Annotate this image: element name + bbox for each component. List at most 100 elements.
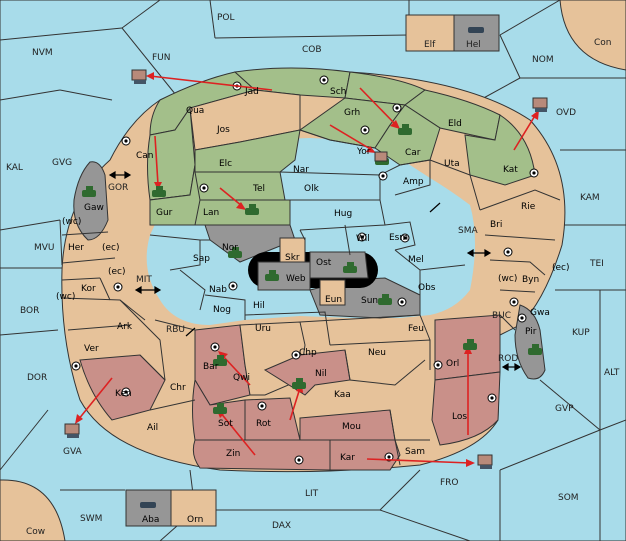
label-tei: TEI — [589, 259, 604, 269]
province-tel[interactable] — [194, 171, 286, 201]
label-tel: Tel — [252, 184, 265, 194]
label-orl: Orl — [446, 359, 459, 369]
fleet-icon — [140, 502, 156, 508]
label-nab: Nab — [209, 285, 227, 295]
province-gur-b[interactable] — [149, 164, 201, 226]
label-jad: Jad — [244, 87, 259, 97]
label-gva: GVA — [63, 447, 83, 457]
label-car: Car — [405, 148, 421, 158]
fleet-icon — [131, 69, 147, 84]
province-web[interactable] — [257, 261, 311, 291]
label-uru: Uru — [255, 324, 271, 334]
province-can[interactable] — [147, 106, 196, 201]
province-pir[interactable] — [514, 304, 546, 380]
label-cow: Cow — [26, 527, 45, 537]
province-eld[interactable] — [404, 89, 501, 141]
label-elc: Elc — [219, 159, 232, 169]
label-sap: Sap — [193, 254, 210, 264]
label-olk: Olk — [304, 184, 320, 194]
label-gor: GOR — [108, 183, 128, 193]
army-icon — [228, 247, 242, 258]
label-mou: Mou — [342, 422, 361, 432]
army-icon — [292, 378, 306, 389]
label-swm: SWM — [80, 514, 102, 524]
supply-centers — [71, 75, 539, 465]
label-hel: Hel — [466, 40, 481, 50]
label-cob: COB — [302, 45, 322, 55]
fleet-icon — [64, 423, 80, 438]
label-lan: Lan — [203, 208, 219, 218]
label-wc-2: (wc) — [498, 274, 517, 284]
label-rot: Rot — [256, 419, 271, 429]
province-ken[interactable] — [79, 354, 166, 421]
label-rod: ROD — [498, 354, 518, 364]
label-mvu: MVU — [34, 243, 55, 253]
army-icon — [245, 204, 259, 215]
label-uta: Uta — [444, 159, 460, 169]
label-jos: Jos — [216, 125, 230, 135]
province-gaw[interactable] — [73, 161, 109, 241]
army-icon — [265, 270, 279, 281]
province-los[interactable] — [431, 371, 501, 446]
label-rie: Rie — [521, 202, 536, 212]
label-ovd: OVD — [556, 108, 576, 118]
label-aba: Aba — [142, 515, 159, 525]
province-orn[interactable] — [170, 489, 217, 527]
label-esm: Esm — [389, 233, 408, 243]
label-zin: Zin — [226, 449, 240, 459]
label-fun: FUN — [152, 53, 171, 63]
label-nvm: NVM — [32, 48, 53, 58]
label-rbu: RBU — [166, 325, 185, 335]
label-obs: Obs — [418, 283, 436, 293]
label-gur: Gur — [156, 208, 173, 218]
label-kar: Kar — [340, 453, 355, 463]
label-bri: Bri — [490, 220, 502, 230]
army-icon — [152, 186, 166, 197]
label-amp: Amp — [403, 177, 424, 187]
label-sun: Sun — [361, 296, 378, 306]
land-borders — [61, 129, 561, 466]
label-feu: Feu — [408, 324, 424, 334]
label-wc: (wc) — [62, 217, 81, 227]
province-zin[interactable] — [192, 439, 331, 471]
label-yor: Yor — [356, 147, 371, 157]
label-web: Web — [286, 274, 306, 284]
label-con: Con — [594, 38, 612, 48]
label-ail: Ail — [147, 423, 158, 433]
fleet-icon — [477, 454, 493, 469]
label-eun: Eun — [325, 295, 342, 305]
label-lit: LIT — [305, 489, 319, 499]
label-mel: Mel — [408, 255, 424, 265]
army-icon — [82, 186, 96, 197]
label-nil: Nil — [315, 369, 327, 379]
army-icon — [528, 344, 542, 355]
label-qua: Qua — [186, 106, 204, 116]
province-kat[interactable] — [464, 114, 536, 186]
label-buc: BUC — [492, 311, 511, 321]
label-nom: NOM — [532, 55, 554, 65]
label-bor: BOR — [20, 306, 39, 316]
province-kar[interactable] — [329, 439, 401, 471]
army-icon — [463, 339, 477, 350]
label-gvp: GVP — [555, 404, 574, 414]
label-ec-2: (ec) — [552, 263, 570, 273]
label-chp: Chp — [299, 348, 317, 358]
province-elf[interactable] — [405, 14, 455, 52]
fleet-icon — [468, 27, 484, 33]
label-bar: Bar — [203, 362, 219, 372]
label-gaw: Gaw — [84, 203, 104, 213]
label-ost: Ost — [316, 258, 332, 268]
label-ec: (ec) — [102, 243, 120, 253]
label-skr: Skr — [285, 253, 300, 263]
label-grh: Grh — [344, 108, 360, 118]
label-eld: Eld — [448, 119, 462, 129]
label-chr: Chr — [170, 383, 186, 393]
label-byn: Byn — [522, 275, 539, 285]
province-eun[interactable] — [319, 279, 346, 306]
province-rot[interactable] — [244, 397, 301, 441]
label-kam: KAM — [580, 193, 600, 203]
label-sot: Sot — [218, 419, 233, 429]
label-can: Can — [136, 151, 154, 161]
fleet-icon — [374, 151, 388, 162]
